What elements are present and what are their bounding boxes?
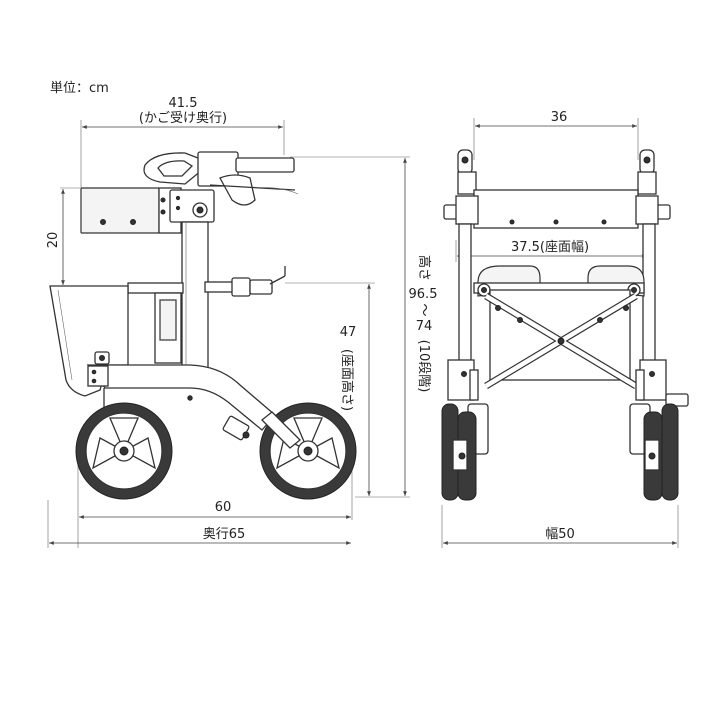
dim-basket-height: 20: [46, 189, 65, 285]
height-range-sep: 〜: [416, 303, 431, 316]
dim-wheelbase: 60: [79, 500, 351, 519]
dim-overall-depth: 奥行65: [49, 527, 351, 545]
dim-seat-width: 37.5(座面幅): [457, 240, 647, 258]
seat-width-value: 37.5(座面幅): [511, 240, 589, 255]
height-range-bottom: 74: [416, 319, 433, 334]
overall-width-value: 幅50: [545, 527, 575, 542]
unit-label: 単位：cm: [50, 80, 109, 96]
dim-top-width: 36: [475, 110, 637, 128]
dim-basket-depth: 41.5 (かご受け奥行): [82, 96, 283, 129]
walker-front-drawing: [441, 149, 689, 501]
dim-total-height: 高さ 96.5 〜 74 (10段階): [403, 158, 438, 496]
height-steps-note: (10段階): [416, 340, 431, 393]
side-view: 41.5 (かご受け奥行) 20 47 (座面高さ) 高さ 96.5 〜 74 …: [46, 96, 437, 548]
dim-overall-width: 幅50: [443, 527, 677, 545]
height-range-top: 96.5: [409, 287, 438, 302]
seat-height-value: 47: [340, 325, 357, 340]
basket-depth-value: 41.5: [169, 96, 198, 111]
dim-seat-height: 47 (座面高さ): [339, 284, 371, 496]
basket-depth-note: (かご受け奥行): [139, 110, 227, 126]
overall-depth-value: 奥行65: [203, 527, 246, 542]
basket-height-value: 20: [46, 232, 61, 249]
top-width-value: 36: [551, 110, 568, 125]
front-view: 36 37.5(座面幅) 幅50: [441, 110, 689, 548]
walker-side-drawing: [49, 151, 357, 500]
height-label: 高さ: [416, 255, 432, 281]
wheelbase-value: 60: [215, 500, 232, 515]
seat-height-note: (座面高さ): [339, 349, 355, 411]
